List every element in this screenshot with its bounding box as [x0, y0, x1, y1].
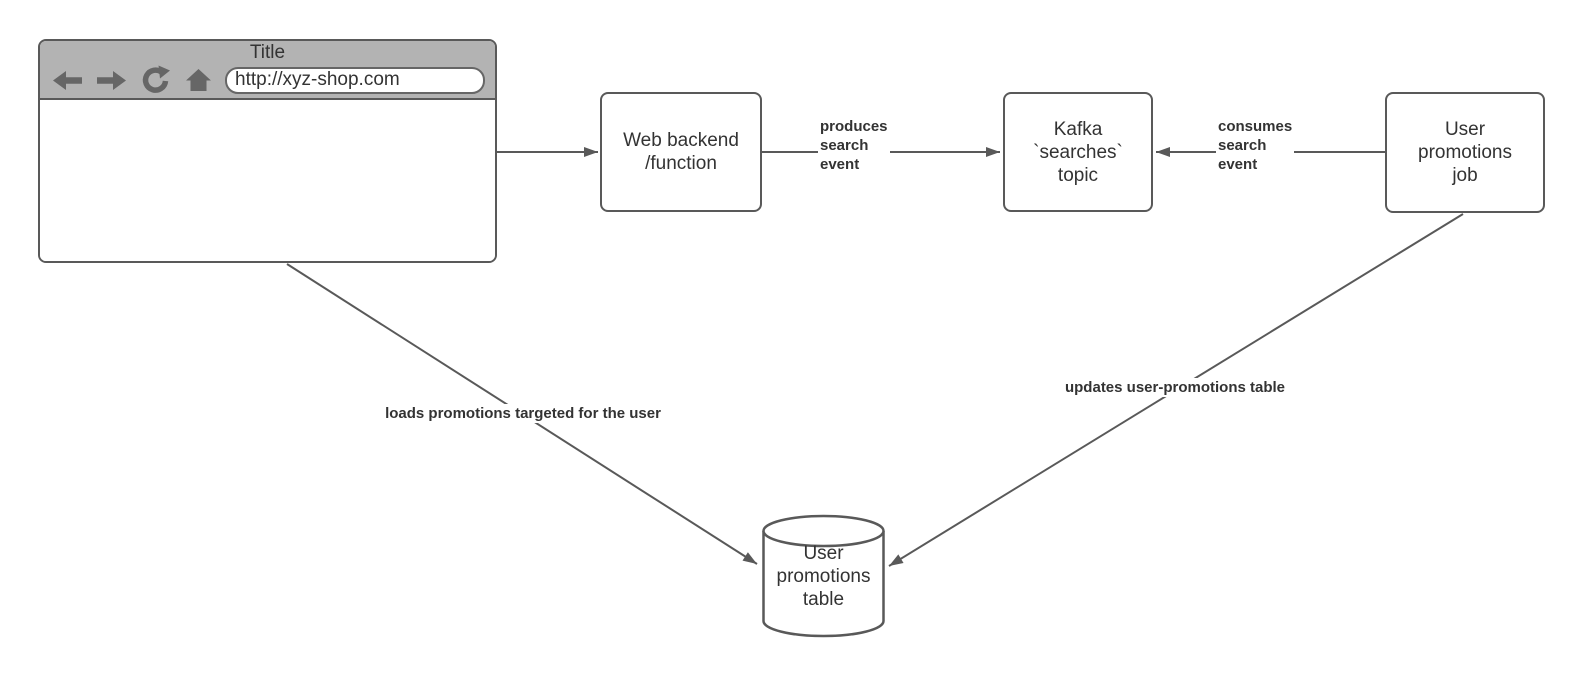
browser-window-node: Title	[38, 39, 497, 263]
edge-label-produces-search-event: produces search event	[818, 117, 890, 174]
node-user-promotions-table: User promotions table	[761, 514, 886, 639]
edge-label-consumes-search-event: consumes search event	[1216, 117, 1295, 174]
node-web-backend: Web backend /function	[600, 92, 762, 212]
url-text: http://xyz-shop.com	[235, 69, 400, 90]
forward-arrow-icon	[96, 69, 127, 92]
url-field: http://xyz-shop.com	[225, 66, 485, 94]
browser-toolbar: http://xyz-shop.com	[40, 63, 495, 97]
database-cylinder-shape	[762, 514, 885, 638]
edge-label-loads-promotions: loads promotions targeted for the user	[383, 404, 663, 423]
browser-header: Title	[40, 41, 495, 100]
node-user-promotions-job: User promotions job	[1385, 92, 1545, 213]
cylinder-label: User promotions table	[776, 543, 871, 610]
browser-body	[40, 100, 495, 261]
edge-label-updates-table: updates user-promotions table	[1062, 378, 1288, 397]
browser-title: Title	[249, 42, 286, 63]
home-icon	[185, 68, 212, 92]
back-arrow-icon	[52, 69, 83, 92]
node-kafka-searches-topic: Kafka `searches` topic	[1003, 92, 1153, 212]
refresh-icon	[140, 65, 172, 95]
